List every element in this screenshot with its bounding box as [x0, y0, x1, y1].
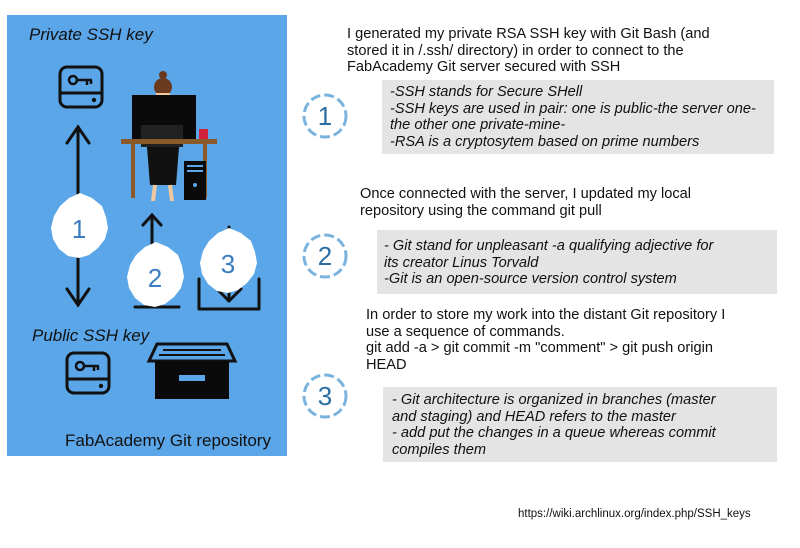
- panel-badge-1-label: 1: [72, 214, 86, 244]
- public-key-label: Public SSH key: [32, 326, 150, 345]
- step-2-description: Once connected with the server, I update…: [360, 186, 691, 219]
- public-key-drive-icon: [65, 351, 111, 395]
- panel-badge-1: 1: [51, 193, 108, 258]
- step-3-notes: - Git architecture is organized in branc…: [383, 387, 777, 462]
- step-3-badge: 3: [302, 373, 348, 419]
- step-3-number: 3: [318, 381, 332, 411]
- step-1-badge: 1: [302, 93, 348, 139]
- private-key-label: Private SSH key: [29, 25, 153, 44]
- panel-badge-3-label: 3: [221, 249, 235, 279]
- panel-badge-2-label: 2: [148, 263, 162, 293]
- private-key-drive-icon: [58, 65, 104, 109]
- panel-badge-2: 2: [127, 242, 184, 307]
- diagram-panel: Private SSH key Public SSH key FabAcadem…: [7, 15, 287, 456]
- step-2-badge: 2: [302, 233, 348, 279]
- step-1-number: 1: [318, 101, 332, 131]
- repo-label: FabAcademy Git repository: [65, 431, 271, 450]
- reference-link[interactable]: https://wiki.archlinux.org/index.php/SSH…: [518, 508, 751, 520]
- step-1-description: I generated my private RSA SSH key with …: [347, 26, 710, 75]
- step-1-notes: -SSH stands for Secure SHell -SSH keys a…: [382, 80, 774, 154]
- step-3-description: In order to store my work into the dista…: [366, 307, 726, 373]
- repository-drawer-icon: [146, 342, 238, 399]
- step-2-notes: - Git stand for unpleasant -a qualifying…: [377, 230, 777, 294]
- panel-badge-3: 3: [200, 228, 257, 293]
- developer-at-desk-illustration: [121, 71, 217, 202]
- step-2-number: 2: [318, 241, 332, 271]
